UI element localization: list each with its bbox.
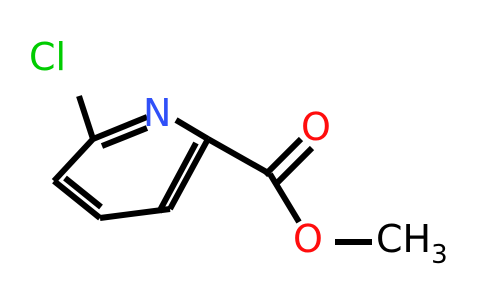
bond-c6-n: [91, 114, 149, 142]
bond-c4-c5-inner: [63, 175, 103, 210]
atom-methyl-label: CH3: [376, 217, 448, 270]
bond-c2-c3: [167, 137, 211, 211]
bond-carbonyl-o-double: [262, 136, 304, 178]
atom-ester-oxygen-label: O: [293, 217, 323, 261]
bond-carbonyl-ester-o: [267, 172, 302, 224]
methyl-symbol: CH: [376, 217, 431, 261]
bond-n-c2: [174, 117, 210, 142]
bond-c6-cl: [76, 95, 96, 140]
bond-c2-c3-inner: [156, 141, 199, 214]
atom-chlorine-label: Cl: [29, 35, 66, 79]
bond-group: [51, 95, 372, 245]
bond-c2-carbonyl: [206, 136, 272, 177]
atom-carbonyl-oxygen-label: O: [301, 105, 331, 149]
bond-c5-c6: [51, 136, 96, 184]
methyl-subscript: 3: [431, 240, 448, 270]
atom-nitrogen-label: N: [143, 91, 171, 135]
bond-c3-c4: [99, 206, 171, 221]
bond-c6-n-inner: [100, 125, 149, 149]
bond-c4-c5: [52, 178, 102, 221]
atom-labels: Cl N O O CH3: [29, 35, 448, 270]
bond-carbonyl-o-double-2: [273, 145, 315, 187]
